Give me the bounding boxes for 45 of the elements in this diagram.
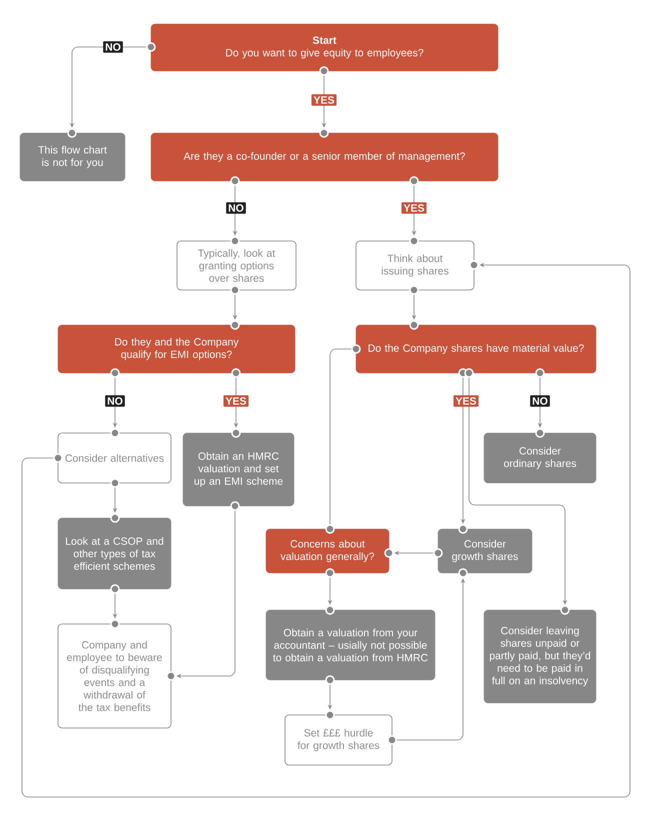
note-box: Set £££ hurdle for growth shares bbox=[284, 714, 392, 766]
connector bbox=[166, 501, 240, 681]
connector bbox=[325, 568, 335, 615]
connector bbox=[230, 176, 240, 246]
note-box: Think about issuing shares bbox=[356, 240, 474, 290]
connector bbox=[110, 478, 120, 523]
connector bbox=[387, 568, 468, 745]
edge-label: NO bbox=[530, 395, 550, 407]
edge-label: YES bbox=[312, 94, 336, 106]
process-box: Consider ordinary shares bbox=[484, 432, 596, 484]
connector bbox=[319, 66, 329, 138]
connector bbox=[325, 344, 361, 534]
connector bbox=[231, 368, 241, 438]
connector bbox=[409, 176, 419, 246]
decision-box: Do the Company shares have material value? bbox=[356, 324, 596, 374]
edge-label: YES bbox=[224, 395, 248, 407]
decision-box: Concerns about valuation generally? bbox=[266, 528, 390, 574]
decision-box: Are they a co-founder or a senior member of management? bbox=[150, 132, 498, 182]
connector bbox=[409, 285, 419, 330]
decision-box: Do they and the Company qualify for EMI options? bbox=[58, 324, 296, 374]
process-box: Obtain an HMRC valuation and set up an EMI scheme bbox=[182, 432, 294, 506]
edge-label: NO bbox=[105, 395, 125, 407]
process-box: This flow chart is not for you bbox=[20, 132, 126, 182]
edge-label: YES bbox=[454, 395, 478, 407]
connector bbox=[384, 548, 443, 558]
process-box: Consider leaving shares unpaid or partly paid, but they’d need to be paid in full on an insolvency bbox=[484, 610, 596, 704]
note-box: Consider alternatives bbox=[58, 432, 172, 484]
connector bbox=[22, 260, 630, 798]
edge-label: NO bbox=[226, 202, 246, 214]
decision-box: Start Do you want to give equity to employees? bbox=[150, 24, 498, 72]
note-box: Typically, look at granting options over shares bbox=[176, 240, 296, 290]
note-box: Company and employee to beware of disqualifying events and a withdrawal of the tax benefits bbox=[58, 624, 172, 728]
connector bbox=[230, 285, 240, 330]
connector bbox=[110, 584, 120, 629]
process-box: Obtain a valuation from your accountant – usially not possible to obtain a valuation from HMRC bbox=[266, 610, 436, 680]
connector bbox=[458, 368, 468, 534]
connector bbox=[325, 675, 335, 720]
process-box: Consider growth shares bbox=[438, 528, 532, 574]
connector bbox=[110, 368, 120, 438]
edge-label: YES bbox=[402, 202, 426, 214]
edge-label: NO bbox=[103, 41, 123, 53]
process-box: Look at a CSOP and other types of tax efficient schemes bbox=[58, 518, 172, 590]
connector bbox=[67, 42, 156, 138]
connector bbox=[464, 368, 570, 615]
connector bbox=[535, 368, 545, 438]
